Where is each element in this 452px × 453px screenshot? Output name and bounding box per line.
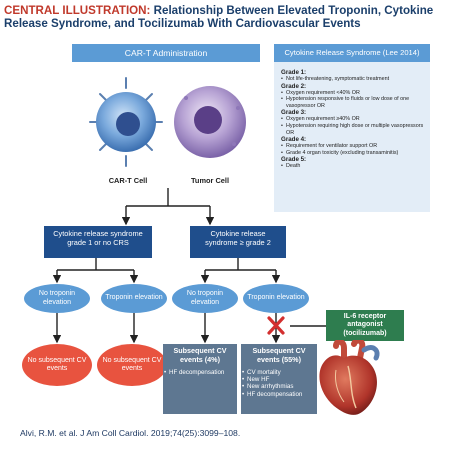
no-events-oval-2: No subsequent CV events <box>97 344 167 386</box>
car-t-cell-label: CAR-T Cell <box>108 176 148 185</box>
grade-1-label: Grade 1: <box>281 69 307 76</box>
citation: Alvi, R.M. et al. J Am Coll Cardiol. 201… <box>20 428 241 438</box>
grade-3-item: Hypotension requiring high dose or multi… <box>281 123 424 136</box>
no-troponin-oval-1: No troponin elevation <box>24 284 90 313</box>
grade-2-label: Grade 2: <box>281 82 307 90</box>
illustration-title: CENTRAL ILLUSTRATION: Relationship Betwe… <box>4 4 448 30</box>
car-t-administration-header: CAR-T Administration <box>72 44 260 62</box>
grade-5-label: Grade 5: <box>281 156 307 164</box>
cv-events-4-title: Subsequent CV events (4%) <box>173 346 227 364</box>
cv-events-55-box: Subsequent CV events (55%) CV mortality … <box>241 344 317 414</box>
grade-4-item: Requirement for ventilator support OR <box>281 143 424 150</box>
crs-panel-header: Cytokine Release Syndrome (Lee 2014) <box>274 44 430 62</box>
troponin-oval-2: Troponin elevation <box>243 284 309 313</box>
grade-3-item: Oxygen requirement ≥40% OR <box>281 116 424 123</box>
grade-1-item: Not life-threatening, symptomatic treatm… <box>281 76 424 83</box>
cv-events-55-title: Subsequent CV events (55%) <box>252 346 306 364</box>
crs-grade-high-box: Cytokine release syndrome ≥ grade 2 <box>190 226 286 258</box>
grade-4-label: Grade 4: <box>281 136 307 144</box>
car-t-cell-icon <box>89 77 163 167</box>
cv-events-4-item: HF decompensation <box>163 369 237 377</box>
tumor-cell-label: Tumor Cell <box>190 176 230 185</box>
title-lead: CENTRAL ILLUSTRATION: <box>4 4 151 17</box>
title-text: Relationship Between Elevated Troponin, … <box>4 4 434 30</box>
no-troponin-oval-2: No troponin elevation <box>172 284 238 313</box>
heart-icon <box>319 340 380 415</box>
cv-events-55-item: HF decompensation <box>241 391 317 399</box>
cv-events-55-item: New HF <box>241 376 317 384</box>
il6-antagonist-box: IL-6 receptor antagonist (tocilizumab) <box>326 310 404 341</box>
cv-events-55-item: CV mortality <box>241 369 317 377</box>
grade-2-item: Oxygen requirement <40% OR <box>281 90 424 97</box>
block-cross-icon <box>267 316 285 335</box>
grade-3-label: Grade 3: <box>281 109 307 117</box>
no-events-oval-1: No subsequent CV events <box>22 344 92 386</box>
crs-grade-low-box: Cytokine release syndrome grade 1 or no … <box>44 226 152 258</box>
crs-grade-panel: Grade 1: Not life-threatening, symptomat… <box>274 62 430 212</box>
grade-4-item: Grade 4 organ toxicity (excluding transa… <box>281 150 424 157</box>
cells-illustration <box>89 77 246 167</box>
troponin-oval-1: Troponin elevation <box>101 284 167 313</box>
tumor-cell-icon <box>174 86 246 158</box>
grade-2-item: Hypotension responsive to fluids or low … <box>281 96 424 109</box>
grade-5-item: Death <box>281 163 424 170</box>
cv-events-4-box: Subsequent CV events (4%) HF decompensat… <box>163 344 237 414</box>
cv-events-55-item: New arrhythmias <box>241 383 317 391</box>
